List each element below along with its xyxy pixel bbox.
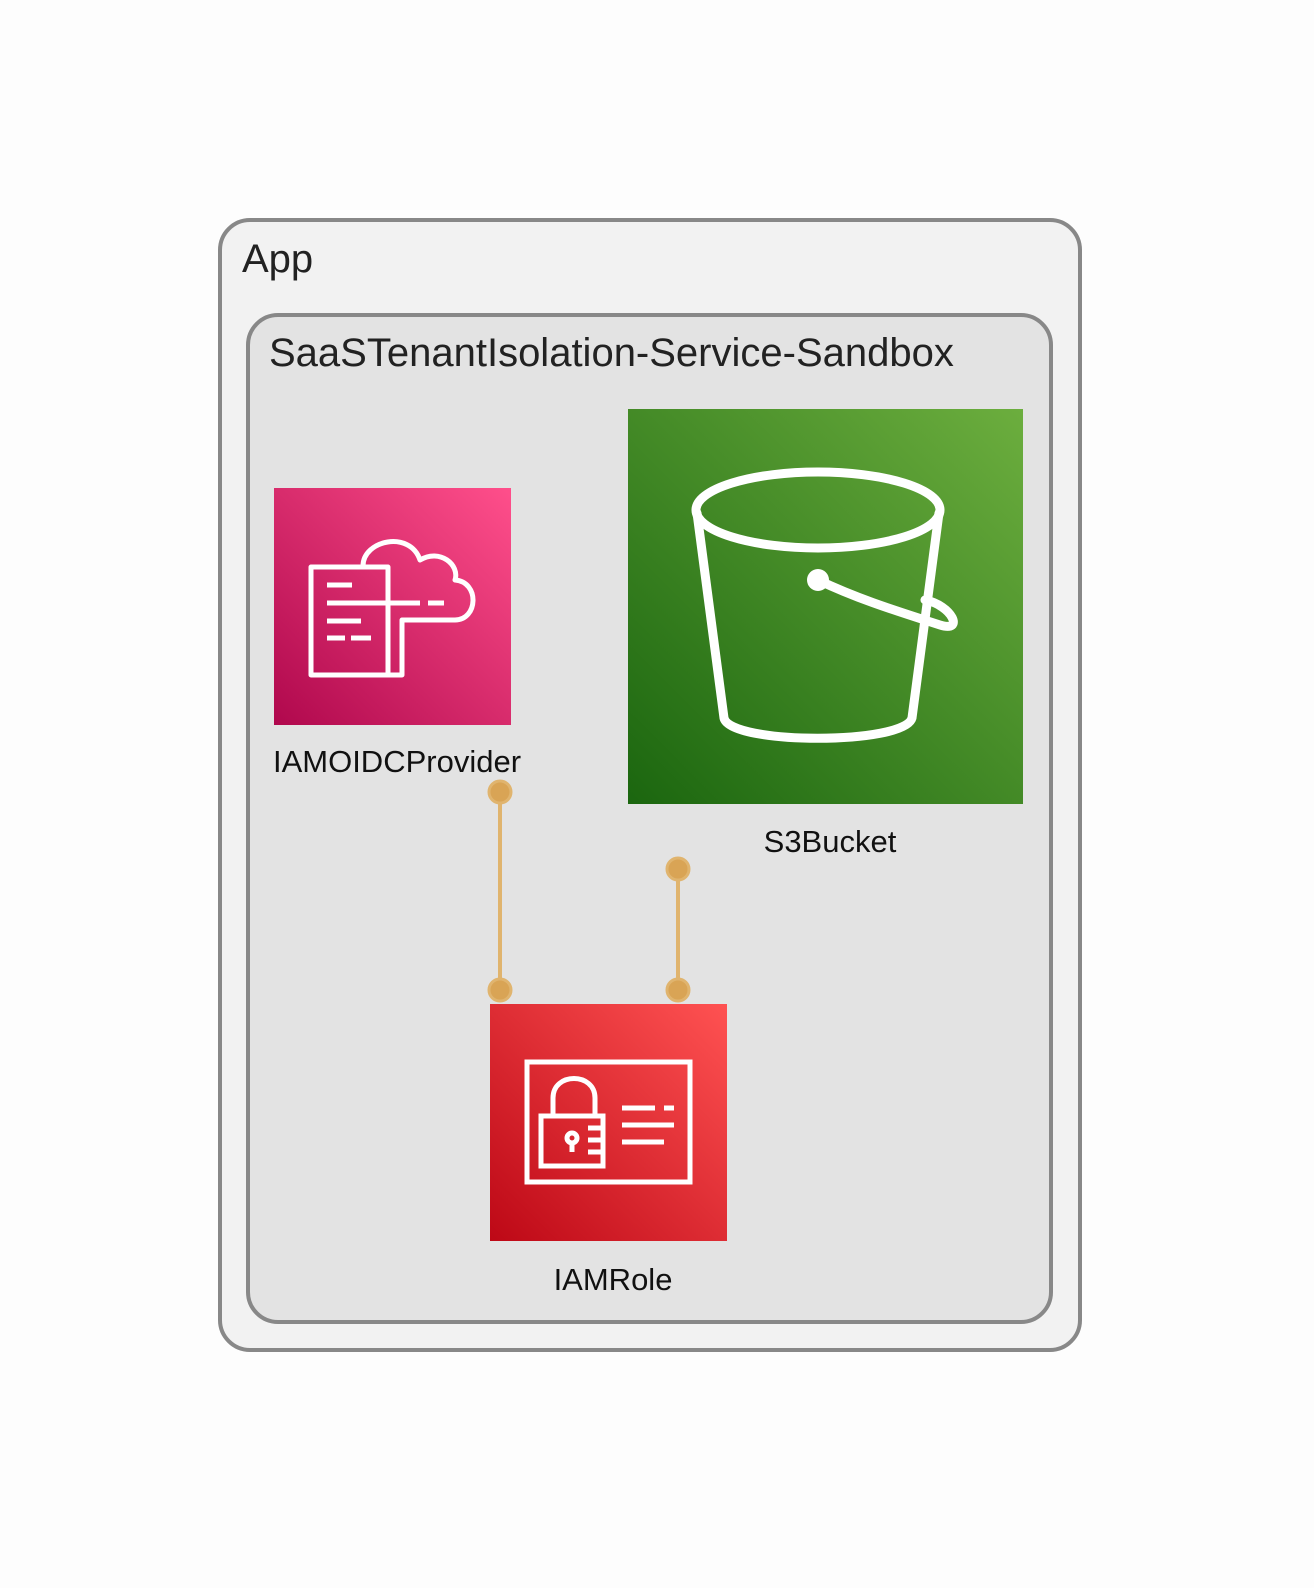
stack-group-title: SaaSTenantIsolation-Service-Sandbox xyxy=(269,331,954,375)
edges xyxy=(487,779,691,1003)
node-iam-oidc-provider[interactable]: IAMOIDCProvider xyxy=(273,488,521,779)
bucket-glyph xyxy=(691,467,958,743)
edge-endpoint xyxy=(665,977,691,1003)
document-cloud-glyph xyxy=(308,539,476,678)
node-s3-bucket[interactable]: S3Bucket xyxy=(628,409,1023,859)
node-iam-role[interactable]: IAMRole xyxy=(490,1004,727,1297)
iam-role-label: IAMRole xyxy=(554,1262,673,1297)
edge-endpoint xyxy=(487,977,513,1003)
s3-bucket-label: S3Bucket xyxy=(764,824,897,859)
app-group-title: App xyxy=(242,237,313,281)
edge-role-to-oidc[interactable] xyxy=(487,779,513,1003)
edge-endpoint xyxy=(665,856,691,882)
id-card-lock-glyph xyxy=(524,1059,693,1185)
edge-role-to-s3[interactable] xyxy=(665,856,691,1003)
iam-oidc-provider-label: IAMOIDCProvider xyxy=(273,744,521,779)
bucket-handle-joint xyxy=(807,569,829,591)
edge-endpoint xyxy=(487,779,513,805)
